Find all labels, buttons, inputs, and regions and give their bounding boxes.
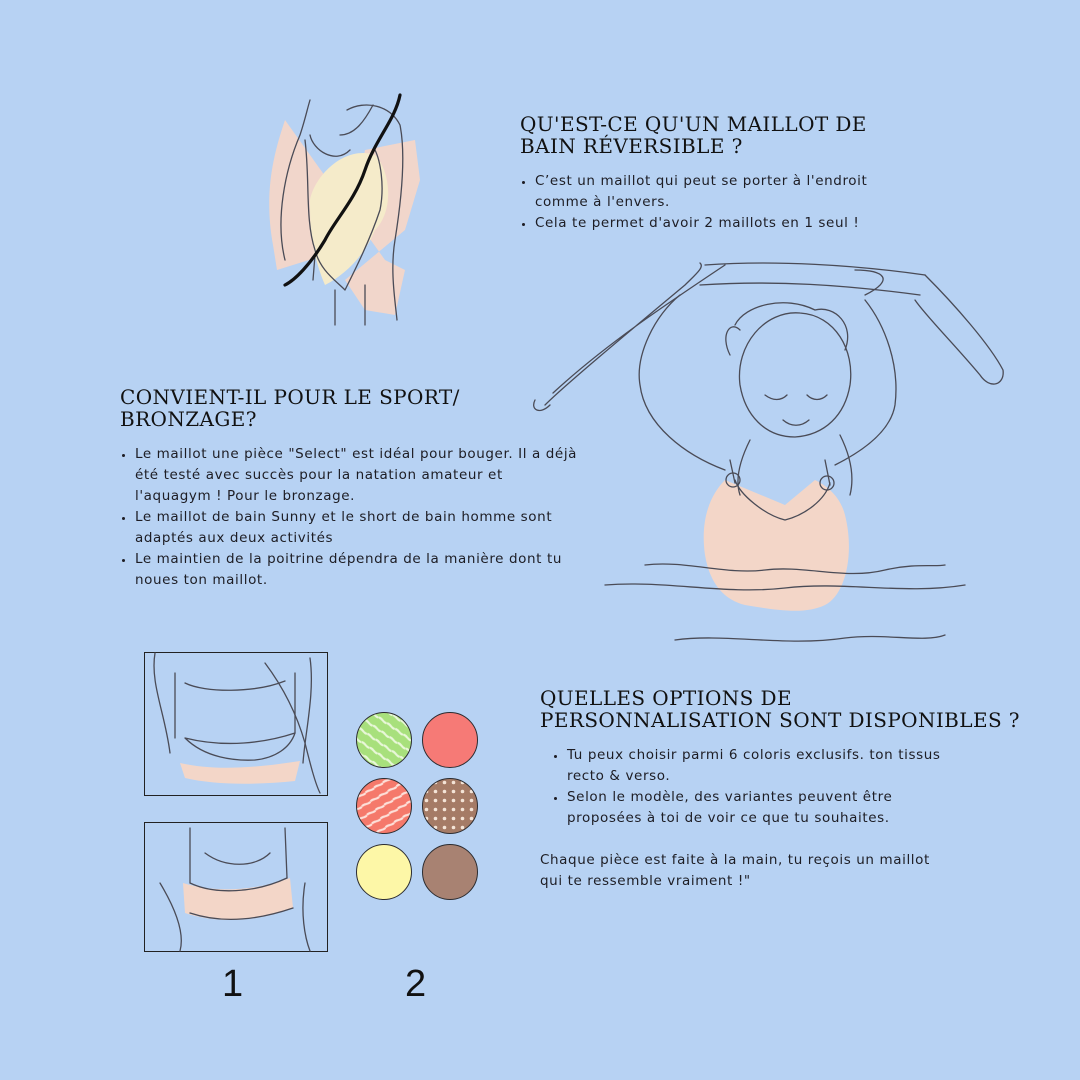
reversible-title: QU'EST-CE QU'UN MAILLOT DE BAIN RÉVERSIB… — [520, 112, 867, 158]
options-bullet: Selon le modèle, des variantes peuvent ê… — [567, 787, 967, 829]
swatch-brown-dots — [422, 778, 478, 834]
sport-bullets: Le maillot une pièce "Select" est idéal … — [120, 444, 580, 591]
reversible-bullet: Cela te permet d'avoir 2 maillots en 1 s… — [535, 213, 880, 234]
reversible-bullets: C’est un maillot qui peut se porter à l'… — [520, 171, 880, 234]
swatch-grid — [356, 712, 478, 900]
swimmer-illustration — [525, 255, 1025, 655]
swatch-green-zebra — [356, 712, 412, 768]
options-bullet: Tu peux choisir parmi 6 coloris exclusif… — [567, 745, 967, 787]
sport-bullet: Le maillot une pièce "Select" est idéal … — [135, 444, 580, 507]
sport-bullet: Le maintien de la poitrine dépendra de l… — [135, 549, 580, 591]
option-1-label: 1 — [222, 963, 244, 1005]
swimsuit-illustration — [255, 80, 425, 330]
sport-title: CONVIENT-IL POUR LE SPORT/ BRONZAGE? — [120, 385, 460, 431]
reversible-bullet: C’est un maillot qui peut se porter à l'… — [535, 171, 880, 213]
swatch-taupe — [422, 844, 478, 900]
closing-text: Chaque pièce est faite à la main, tu reç… — [540, 852, 930, 889]
swatch-coral-zebra — [356, 778, 412, 834]
options-bullets: Tu peux choisir parmi 6 coloris exclusif… — [540, 745, 967, 829]
options-section: QUELLES OPTIONS DE PERSONNALISATION SONT… — [540, 687, 1020, 892]
sport-bullet: Le maillot de bain Sunny et le short de … — [135, 507, 580, 549]
option-2-label: 2 — [405, 963, 427, 1005]
sport-section: CONVIENT-IL POUR LE SPORT/ BRONZAGE? Le … — [120, 386, 580, 591]
reversible-section: QU'EST-CE QU'UN MAILLOT DE BAIN RÉVERSIB… — [520, 113, 880, 234]
bra-option-top — [144, 652, 328, 796]
swatch-coral — [422, 712, 478, 768]
options-title: QUELLES OPTIONS DE PERSONNALISATION SONT… — [540, 686, 1020, 732]
swatch-pale-yellow — [356, 844, 412, 900]
bra-option-bottom — [144, 822, 328, 952]
